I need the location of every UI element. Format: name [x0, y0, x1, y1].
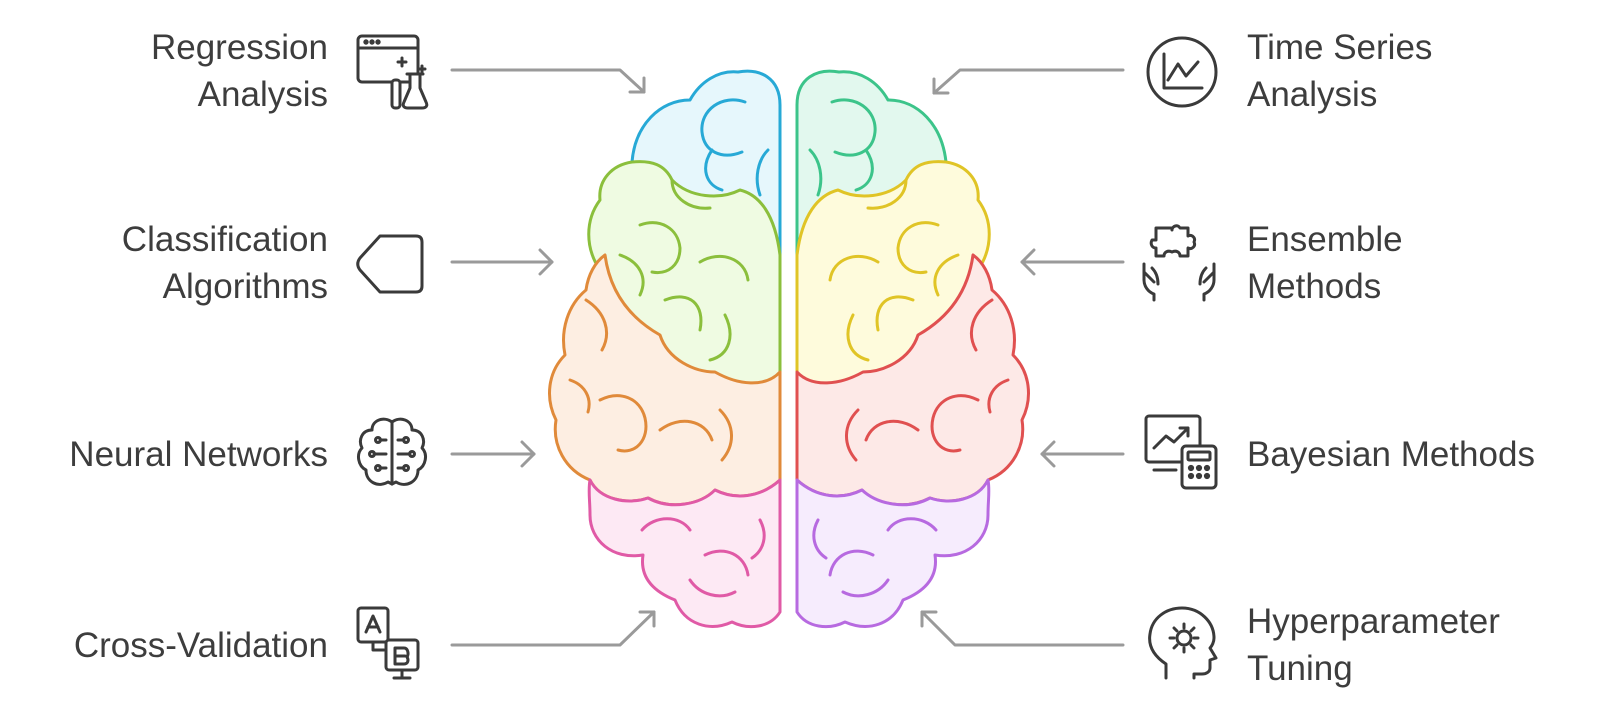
label-line: Hyperparameter — [1247, 602, 1500, 641]
label-regression-analysis: Regression Analysis — [151, 24, 328, 118]
label-line: Time Series — [1247, 28, 1433, 67]
label-line: Classification — [121, 220, 328, 259]
arrow-timeseries — [932, 68, 1125, 95]
label-line: Analysis — [197, 75, 328, 114]
browser-flask-icon — [356, 34, 429, 110]
brain — [548, 69, 1030, 629]
arrow-neural — [450, 440, 536, 468]
arrow-regression — [450, 68, 646, 94]
label-time-series-analysis: Time Series Analysis — [1247, 24, 1432, 118]
label-classification-algorithms: Classification Algorithms — [122, 216, 328, 310]
label-line: Regression — [150, 28, 328, 67]
brain-lobe-purple — [795, 478, 991, 629]
label-line: Analysis — [1247, 75, 1378, 114]
chart-calculator-icon — [1144, 414, 1218, 490]
head-gear-icon — [1148, 606, 1218, 680]
label-line: Tuning — [1247, 649, 1353, 688]
label-cross-validation: Cross-Validation — [74, 622, 328, 669]
label-line: Cross-Validation — [73, 626, 328, 665]
label-line: Bayesian Methods — [1247, 435, 1535, 474]
brain-circuit-icon — [357, 417, 427, 486]
label-neural-networks: Neural Networks — [69, 431, 328, 478]
label-line: Neural Networks — [69, 435, 328, 474]
brain-lobe-pink — [587, 478, 782, 629]
label-line: Ensemble — [1247, 220, 1403, 259]
arrow-bayesian — [1040, 440, 1125, 468]
hands-puzzle-icon — [1142, 224, 1216, 302]
arrow-hyperparam — [920, 610, 1125, 647]
arrow-crossval — [450, 610, 656, 647]
label-hyperparameter-tuning: Hyperparameter Tuning — [1247, 598, 1500, 692]
arrow-ensemble — [1020, 248, 1125, 276]
label-line: Algorithms — [162, 267, 328, 306]
line-chart-icon — [1146, 36, 1218, 108]
label-ensemble-methods: Ensemble Methods — [1247, 216, 1403, 310]
arrows — [450, 68, 1125, 647]
ab-test-icon — [356, 606, 420, 680]
label-bayesian-methods: Bayesian Methods — [1247, 431, 1535, 478]
shield-shape-icon — [356, 234, 424, 294]
label-line: Methods — [1247, 267, 1382, 306]
arrow-classification — [450, 248, 554, 276]
